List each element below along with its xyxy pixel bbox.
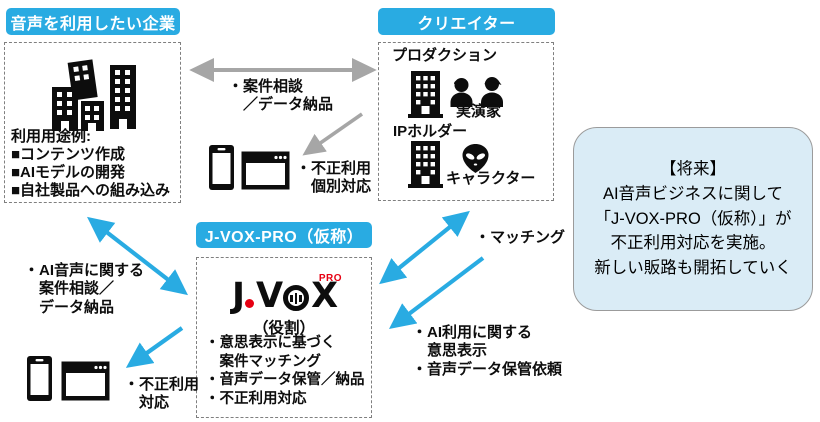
companies-header: 音声を利用したい企業 (6, 8, 180, 35)
jvox-role-title: （役割） (252, 320, 315, 337)
performer-person-icon (481, 77, 503, 107)
logo-letter-x: X (311, 276, 338, 316)
companies-usage: 利用用途例: ■コンテンツ作成 ■AIモデルの開発 ■自社製品への組み込み (11, 128, 170, 200)
jvox-role-items: ・意思表示に基づく 案件マッチング ・音声データ保管／納品 ・不正利用対応 (205, 335, 365, 407)
browser-window-icon (61, 361, 110, 401)
performer-label: 実演家 (456, 103, 502, 120)
usage-item: ■コンテンツ作成 (11, 146, 126, 163)
future-line: 「J-VOX-PRO（仮称）」が (594, 209, 792, 228)
usage-item: ■自社製品への組み込み (11, 182, 171, 199)
arrow-jvox-misuse-response (125, 326, 184, 368)
creators-header: クリエイター (378, 8, 555, 35)
jvox-box (196, 257, 372, 418)
logo-pro-badge: PRO (318, 273, 343, 284)
performer-person-icon (450, 78, 473, 107)
logo-letter-j: J (231, 276, 245, 317)
logo-letter-v: V (255, 276, 283, 317)
browser-window-icon (241, 151, 290, 190)
usage-title: 利用用途例: (11, 128, 91, 145)
arrow-creators-jvox-intent (388, 256, 485, 330)
ai-consult-label: ・AI音声に関する 案件相談／ データ納品 (24, 262, 145, 316)
companies-title: 音声を利用したい企業 (10, 15, 176, 33)
matching-label: ・マッチング (475, 229, 566, 246)
future-line: 不正利用対応を実施。 (610, 234, 776, 253)
future-line: 新しい販路も開拓していく (594, 259, 792, 278)
alien-character-icon (462, 144, 489, 173)
jvox-logo: J V X PRO (196, 273, 372, 317)
ip-holder-building-icon (408, 141, 443, 188)
future-note-box: 【将来】 AI音声ビジネスに関して 「J-VOX-PRO（仮称）」が 不正利用対… (573, 127, 813, 311)
ip-holder-label: IPホルダー (393, 123, 468, 140)
production-label: プロダクション (392, 47, 498, 64)
arrow-jvox-creators-matching (379, 210, 470, 285)
logo-red-dot-icon (244, 299, 254, 308)
jvox-title: J-VOX-PRO（仮称） (204, 229, 364, 246)
future-line: 【将来】 (660, 160, 726, 179)
creators-title: クリエイター (417, 15, 516, 33)
character-label: キャラクター (446, 170, 536, 187)
usage-item: ■AIモデルの開発 (11, 164, 126, 181)
misuse-individual-label: ・不正利用 個別対応 (296, 160, 372, 196)
misuse-response-label: ・不正利用 対応 (124, 376, 200, 412)
smartphone-icon (27, 356, 52, 401)
jvox-header: J-VOX-PRO（仮称） (196, 222, 372, 248)
logo-audio-o-icon (283, 285, 310, 311)
future-line: AI音声ビジネスに関して (602, 184, 784, 203)
consult-delivery-label: ・案件相談 ／データ納品 (228, 78, 334, 114)
buildings-icon (52, 59, 136, 131)
ai-intent-label: ・AI利用に関する 意思表示 ・音声データ保管依頼 (412, 324, 563, 378)
creators-box (378, 42, 554, 201)
smartphone-icon (209, 145, 234, 190)
production-building-icon (408, 71, 443, 118)
arrow-creators-misuse-individual (302, 112, 364, 156)
